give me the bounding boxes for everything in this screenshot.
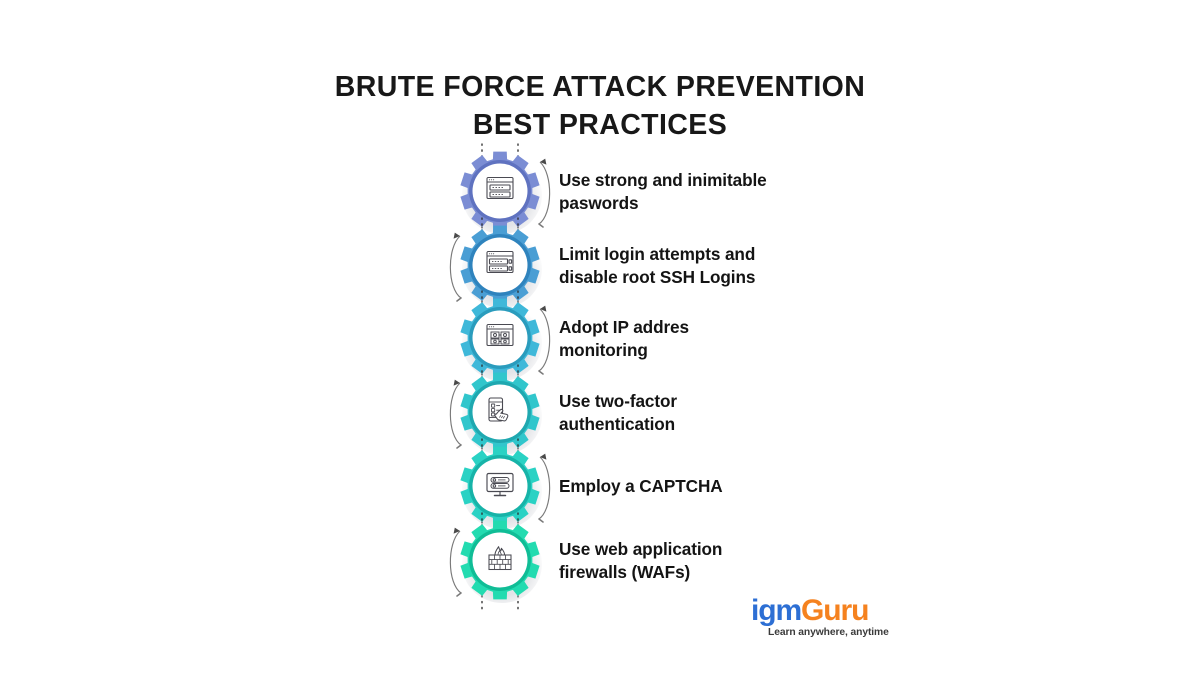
step-label: Use strong and inimitable paswords [559,170,767,213]
monitor-captcha-icon [486,472,514,497]
step-label: Adopt IP addres monitoring [559,317,689,360]
logo-text-igm: igm [751,594,802,627]
step-item: Adopt IP addres monitoring [0,290,1200,392]
logo-wordmark: igmGuru [751,596,911,626]
step-label: Use two-factor authentication [559,391,677,434]
browser-login-fields-icon [486,250,514,274]
smartphone-tap-icon [488,397,509,422]
browser-login-fields-gear[interactable] [459,224,542,308]
page-title: BRUTE FORCE ATTACK PREVENTION BEST PRACT… [334,71,866,141]
browser-password-form-icon [486,176,514,200]
monitor-captcha-gear[interactable] [459,445,542,529]
firewall-brick-flame-gear[interactable] [459,519,542,603]
browser-network-puzzle-icon [486,323,514,347]
brand-logo: igmGuru Learn anywhere, anytime [751,596,911,642]
browser-password-form-gear[interactable] [459,150,542,234]
step-gear-wrapper [440,512,560,614]
step-item: Employ a CAPTCHA [0,438,1200,540]
step-label: Use web application firewalls (WAFs) [559,539,723,582]
step-label: Limit login attempts and disable root SS… [559,244,756,287]
firewall-brick-flame-icon [488,546,512,571]
browser-network-puzzle-gear[interactable] [459,297,542,381]
step-label: Employ a CAPTCHA [559,476,723,496]
step-item: Use web application firewalls (WAFs) [0,512,1200,614]
step-item: Use strong and inimitable paswords [0,143,1200,245]
smartphone-tap-gear[interactable] [459,371,542,455]
step-gear-wrapper [440,438,560,540]
step-gear-wrapper [440,143,560,245]
step-item: Use two-factor authentication [0,364,1200,466]
step-gear-wrapper [440,364,560,466]
logo-tagline: Learn anywhere, anytime [768,627,889,638]
step-gear-wrapper [440,290,560,392]
logo-text-guru: Guru [801,594,869,627]
